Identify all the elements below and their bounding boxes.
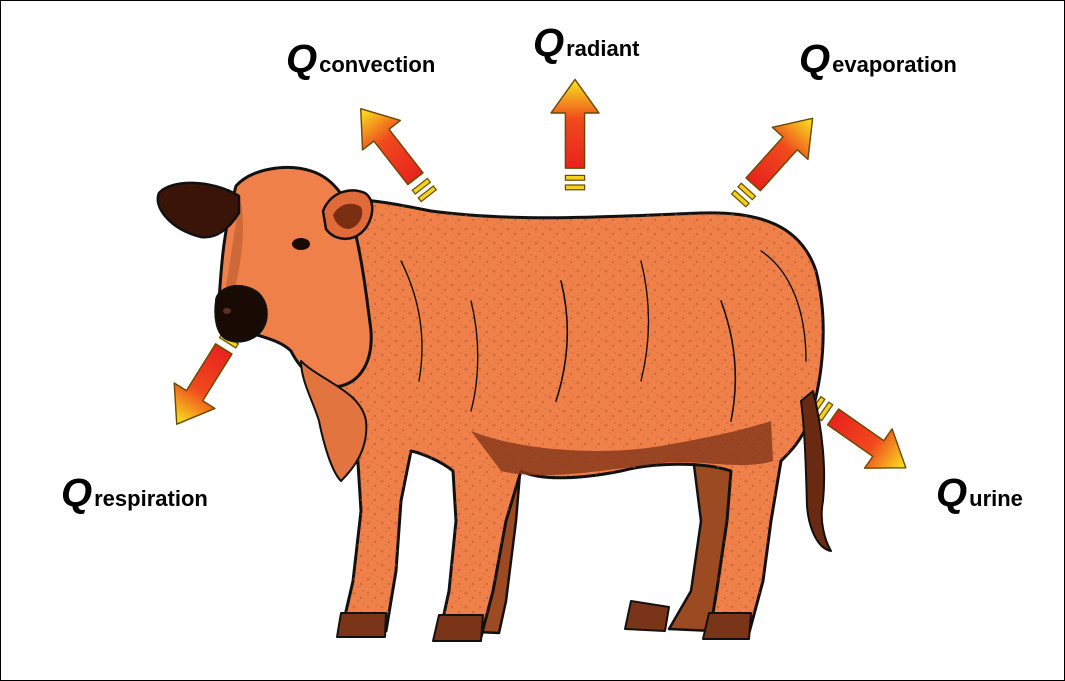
label-urine-symbol: Q [936,471,967,515]
label-convection-subscript: convection [319,52,435,77]
label-urine-subscript: urine [969,486,1023,511]
label-evaporation-symbol: Q [799,37,830,81]
label-respiration-symbol: Q [61,471,92,515]
arrow-evaporation-icon [721,102,831,216]
label-evaporation: Qevaporation [799,39,957,79]
label-convection: Qconvection [286,39,435,79]
label-radiant-subscript: radiant [566,36,639,61]
label-respiration: Qrespiration [61,473,208,513]
label-respiration-subscript: respiration [94,486,208,511]
label-evaporation-subscript: evaporation [832,52,957,77]
label-radiant: Qradiant [533,23,639,63]
cow-icon [158,167,841,651]
label-radiant-symbol: Q [533,21,564,65]
label-urine: Qurine [936,473,1023,513]
arrow-radiant-icon [551,79,599,189]
label-convection-symbol: Q [286,37,317,81]
